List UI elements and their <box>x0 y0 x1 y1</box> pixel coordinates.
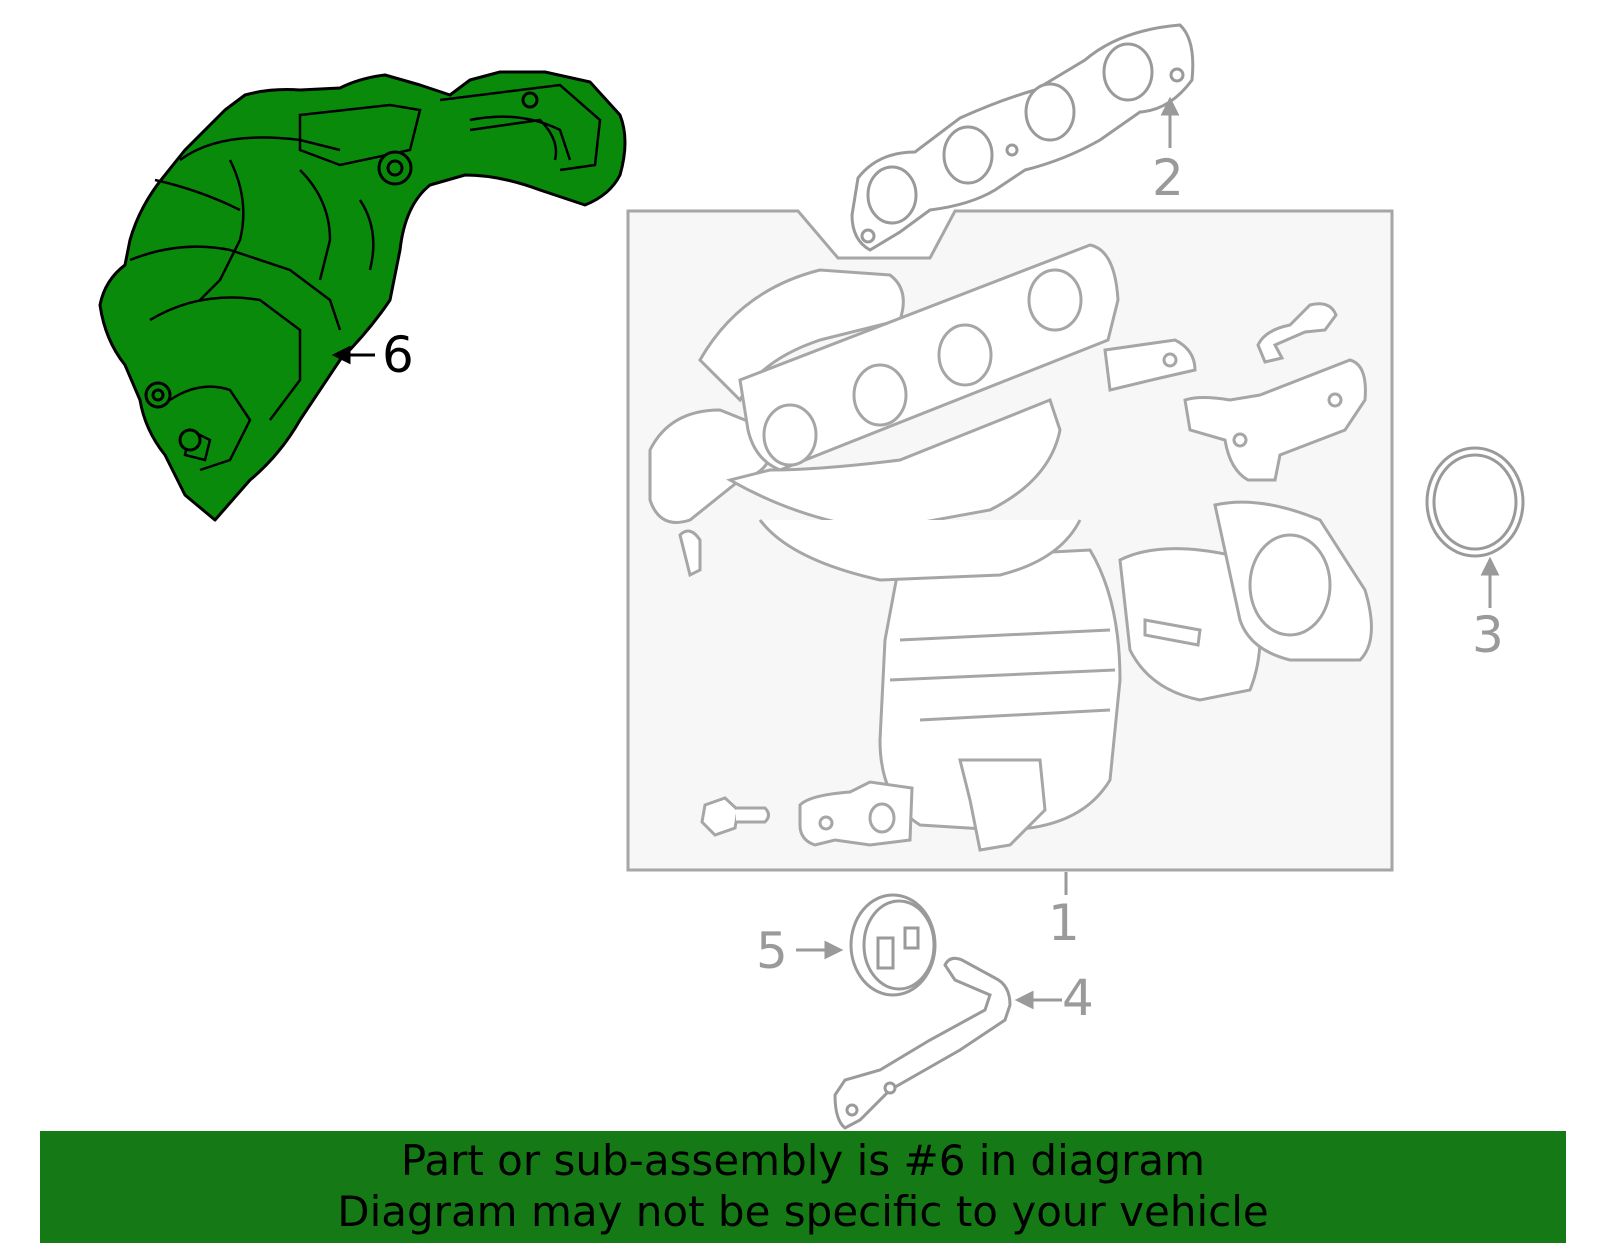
callout-1: 1 <box>1048 894 1080 952</box>
insulator-part <box>849 893 937 997</box>
arrow-to-heat-shield <box>331 345 375 365</box>
gasket-ring-part <box>1425 446 1525 558</box>
callout-4: 4 <box>1062 969 1094 1027</box>
heat-shield-holes <box>144 91 539 452</box>
info-banner: Part or sub-assembly is #6 in diagram Di… <box>40 1131 1566 1243</box>
callout-2: 2 <box>1152 149 1184 207</box>
banner-line-2: Diagram may not be specific to your vehi… <box>337 1187 1269 1236</box>
bolt-and-bracket <box>700 780 914 847</box>
arrow-to-insulator <box>796 940 844 960</box>
manifold-gasket-part <box>850 23 1195 252</box>
arrow-to-gasket <box>1160 96 1180 148</box>
heat-shield-details <box>129 83 602 472</box>
banner-line-1: Part or sub-assembly is #6 in diagram <box>400 1136 1206 1185</box>
exhaust-manifold-converter <box>648 243 1373 852</box>
callout-5: 5 <box>756 922 788 980</box>
callout-3: 3 <box>1472 606 1504 664</box>
arrow-to-hanger <box>1014 990 1062 1010</box>
callout-6: 6 <box>382 326 414 384</box>
hanger-part <box>833 956 1012 1130</box>
heat-shield-part <box>98 70 627 522</box>
arrow-to-ring <box>1480 556 1500 608</box>
